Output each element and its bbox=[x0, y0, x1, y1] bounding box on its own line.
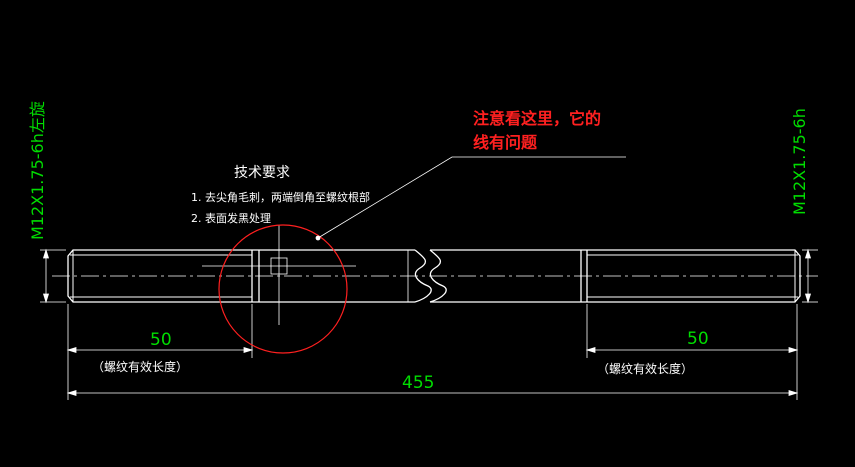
thread-spec-left: M12X1.75-6h左旋 bbox=[28, 101, 47, 240]
dimension-total-length bbox=[66, 389, 799, 397]
note-line-1: 注意看这里，它的 bbox=[473, 109, 601, 128]
break-line bbox=[429, 249, 447, 303]
break-line bbox=[414, 249, 432, 303]
diameter-dimension-left bbox=[40, 248, 66, 304]
stud-part bbox=[67, 249, 801, 303]
tech-req-item-2: 2. 表面发黑处理 bbox=[191, 211, 271, 225]
note-line-2: 线有问题 bbox=[473, 133, 538, 152]
dimension-left-thread bbox=[66, 304, 254, 400]
highlight-circle bbox=[218, 224, 348, 354]
dimension-right-thread bbox=[585, 304, 799, 400]
dimension-total-length-value: 455 bbox=[402, 373, 434, 393]
diameter-dimension-right bbox=[802, 248, 818, 304]
dimension-right-thread-caption: （螺纹有效长度） bbox=[597, 361, 693, 376]
dimension-right-thread-value: 50 bbox=[687, 329, 709, 349]
note-leader bbox=[315, 156, 626, 241]
dimension-left-thread-value: 50 bbox=[150, 330, 172, 350]
tech-req-title: 技术要求 bbox=[234, 165, 290, 181]
dimension-left-thread-caption: （螺纹有效长度） bbox=[92, 359, 188, 374]
cad-cursor-crosshair bbox=[202, 225, 356, 325]
thread-spec-right: M12X1.75-6h bbox=[790, 108, 809, 215]
tech-req-item-1: 1. 去尖角毛刺，两端倒角至螺纹根部 bbox=[191, 190, 370, 204]
